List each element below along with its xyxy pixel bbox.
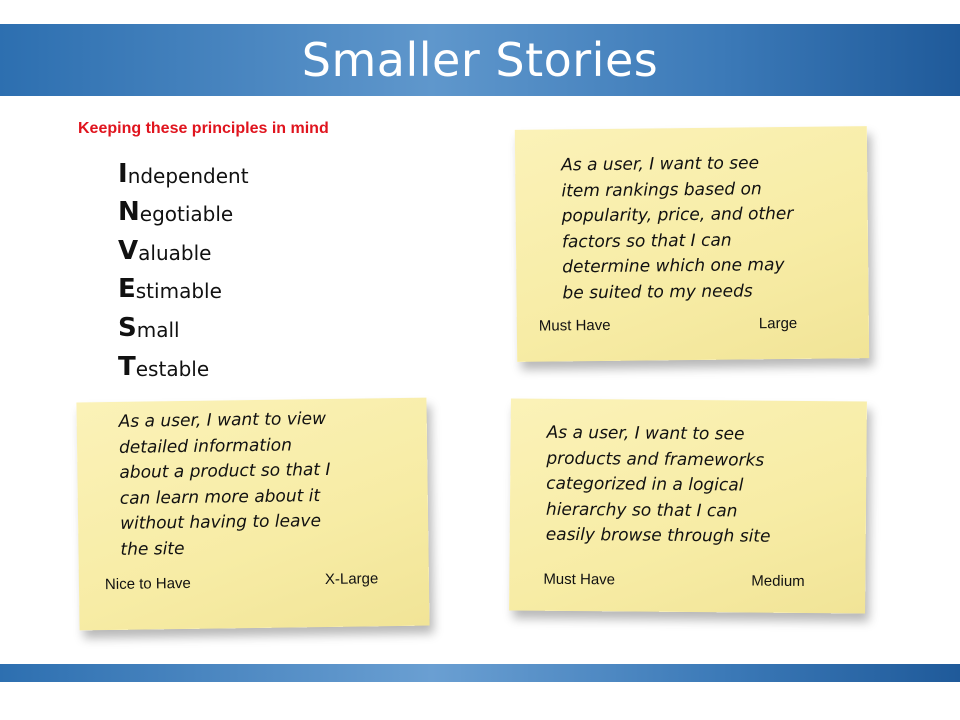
story-note-categories: As a user, I want to see products and fr… [509, 398, 867, 614]
story-note-rankings: As a user, I want to see item rankings b… [514, 126, 870, 362]
principle-rest: stimable [135, 279, 222, 304]
story-text: As a user, I want to view detailed infor… [118, 408, 331, 560]
principle-initial: N [118, 197, 140, 228]
principle-initial: S [118, 312, 137, 343]
story-text: As a user, I want to see products and fr… [545, 422, 771, 548]
story-note-product-details: As a user, I want to view detailed infor… [76, 397, 430, 631]
principle-initial: V [118, 235, 139, 266]
story-size: X-Large [324, 570, 379, 589]
principle-initial: I [118, 158, 128, 189]
principle-rest: ndependent [127, 163, 249, 188]
story-size: Medium [751, 572, 805, 591]
story-priority: Must Have [543, 570, 616, 589]
footer-band [0, 664, 960, 682]
principle-rest: aluable [138, 240, 212, 265]
story-text: As a user, I want to see item rankings b… [561, 153, 794, 304]
principle-initial: T [118, 351, 136, 382]
story-priority: Must Have [538, 316, 611, 335]
principle-rest: estable [135, 356, 210, 381]
principle-rest: mall [136, 317, 180, 342]
principle-initial: E [118, 274, 136, 305]
slide-title: Smaller Stories [301, 33, 659, 87]
story-size: Large [758, 314, 798, 333]
principle-rest: egotiable [139, 202, 234, 227]
principles-heading: Keeping these principles in mind [78, 120, 329, 137]
story-priority: Nice to Have [104, 574, 191, 594]
title-banner: Smaller Stories [0, 24, 960, 96]
